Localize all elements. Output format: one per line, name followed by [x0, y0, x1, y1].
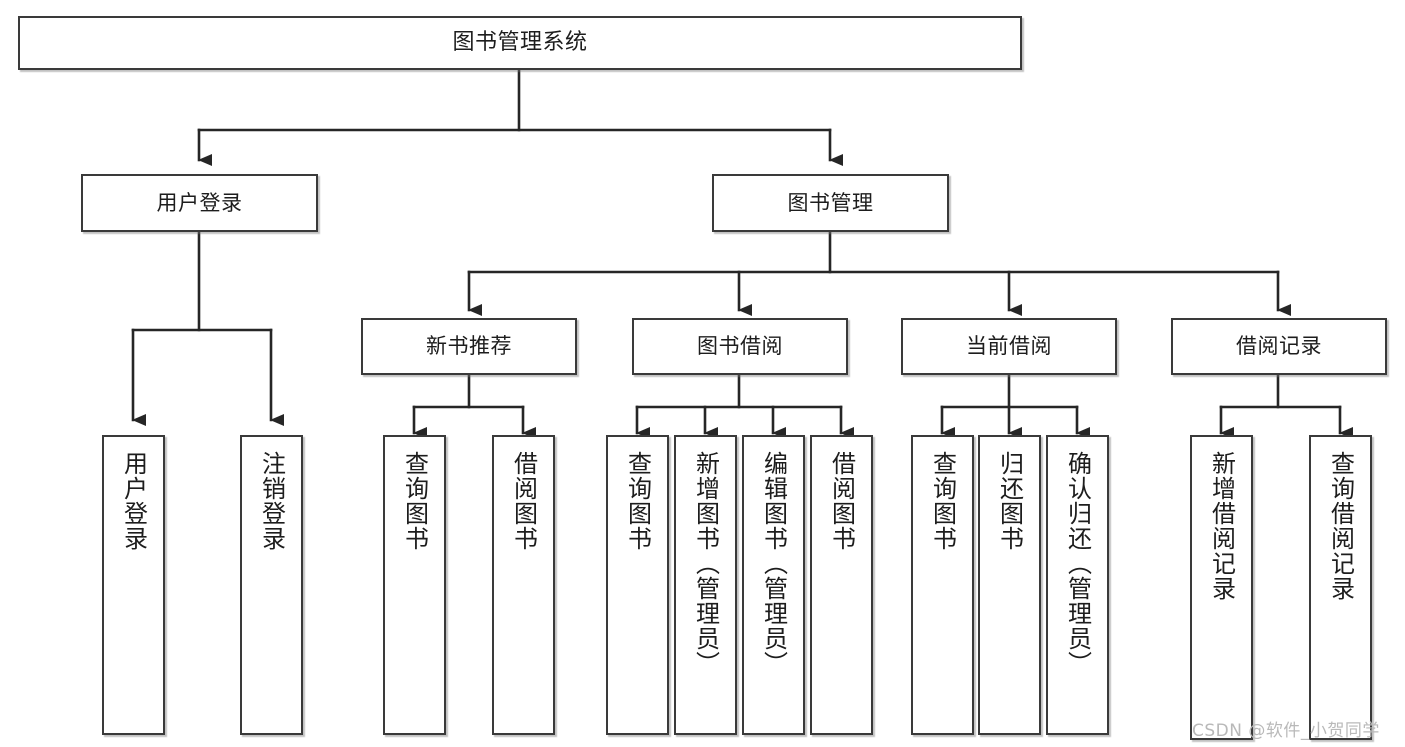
node-new-book-recommend[interactable]: 新书推荐: [361, 318, 577, 375]
leaf-borrow-book-2[interactable]: 借阅图书: [810, 435, 873, 735]
leaf-edit-book[interactable]: 编辑图书（管理员）: [742, 435, 805, 735]
csdn-watermark: CSDN @软件_小贺同学: [1192, 721, 1380, 741]
node-label: 借阅记录: [1236, 334, 1322, 359]
leaf-confirm-return[interactable]: 确认归还（管理员）: [1046, 435, 1109, 735]
node-label: 当前借阅: [966, 334, 1052, 359]
node-label: 借阅图书: [509, 451, 538, 551]
node-book-manage[interactable]: 图书管理: [712, 174, 949, 232]
node-label: 用户登录: [156, 190, 243, 215]
leaf-user-login[interactable]: 用户登录: [102, 435, 165, 735]
node-label: 图书管理: [787, 190, 874, 215]
node-label: 借阅图书: [827, 451, 856, 551]
node-label: 查询图书: [928, 451, 957, 551]
node-borrow-record[interactable]: 借阅记录: [1171, 318, 1387, 375]
leaf-query-book-3[interactable]: 查询图书: [911, 435, 974, 735]
node-label: 图书管理系统: [452, 30, 588, 56]
leaf-logout-login[interactable]: 注销登录: [240, 435, 303, 735]
node-label: 新增借阅记录: [1207, 451, 1236, 601]
node-label: 归还图书: [995, 451, 1024, 551]
node-user-login[interactable]: 用户登录: [81, 174, 318, 232]
node-label: 注销登录: [257, 451, 286, 551]
leaf-query-book-2[interactable]: 查询图书: [606, 435, 669, 735]
leaf-borrow-book-1[interactable]: 借阅图书: [492, 435, 555, 735]
node-book-borrow[interactable]: 图书借阅: [632, 318, 848, 375]
node-root-system[interactable]: 图书管理系统: [18, 16, 1022, 70]
node-label: 新书推荐: [426, 334, 512, 359]
leaf-add-borrow-record[interactable]: 新增借阅记录: [1190, 435, 1253, 740]
node-label: 确认归还（管理员）: [1063, 451, 1092, 676]
leaf-query-borrow-record[interactable]: 查询借阅记录: [1309, 435, 1372, 740]
leaf-query-book-1[interactable]: 查询图书: [383, 435, 446, 735]
node-label: 查询图书: [623, 451, 652, 551]
node-label: 用户登录: [119, 451, 148, 551]
node-label: 编辑图书（管理员）: [759, 451, 788, 676]
node-label: 查询图书: [400, 451, 429, 551]
node-label: 查询借阅记录: [1326, 451, 1355, 601]
leaf-add-book[interactable]: 新增图书（管理员）: [674, 435, 737, 735]
node-label: 图书借阅: [697, 334, 783, 359]
node-label: 新增图书（管理员）: [691, 451, 720, 676]
leaf-return-book[interactable]: 归还图书: [978, 435, 1041, 735]
node-current-borrow[interactable]: 当前借阅: [901, 318, 1117, 375]
